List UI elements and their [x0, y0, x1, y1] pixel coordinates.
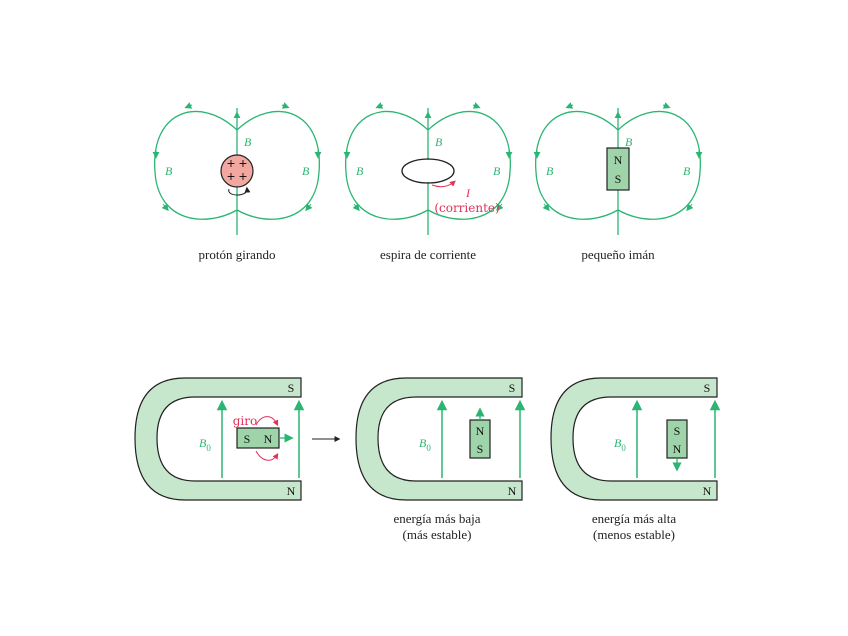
field-label-b: B	[493, 164, 501, 178]
magnet-pole-n: N	[614, 153, 623, 167]
magnet-pole-n: N	[476, 424, 485, 438]
spin-arrow-top	[255, 416, 279, 427]
magnet-pole-n: N	[264, 432, 273, 446]
current-label: (corriente)	[434, 201, 499, 215]
field-label-b: B	[356, 164, 364, 178]
caption-spinning-proton: protón girando	[199, 247, 276, 262]
charge-plus: +	[226, 157, 235, 170]
dipole-field-lines	[535, 108, 701, 235]
magnet-pole-n: N	[673, 442, 682, 456]
external-field-lines	[436, 399, 526, 478]
small-magnet-panel: N S B B B pequeño imán	[533, 102, 703, 262]
spin-label: giro	[233, 414, 257, 428]
field-arrowheads	[152, 102, 322, 212]
charge-plus: +	[238, 157, 247, 170]
yoke-pole-n: N	[508, 484, 517, 498]
yoke-pole-s: S	[288, 381, 295, 395]
magnet-pole-s: S	[615, 172, 622, 186]
field-label-b0: B0	[419, 436, 431, 453]
field-label-b: B	[244, 135, 252, 149]
charge-plus: +	[226, 170, 235, 183]
dipole-field-lines	[345, 108, 511, 235]
magnet-pole-s: S	[477, 442, 484, 456]
field-label-b: B	[435, 135, 443, 149]
current-symbol: I	[465, 186, 471, 200]
yoke-panel-higher-energy: S N B0 S N energía más alta (menos estab…	[550, 377, 721, 542]
external-field-lines	[631, 399, 721, 478]
caption-lower-energy: energía más baja	[393, 511, 480, 526]
current-arrow	[431, 180, 456, 188]
current-loop	[401, 158, 455, 184]
horseshoe-yoke	[355, 377, 523, 501]
yoke-pole-s: S	[509, 381, 516, 395]
caption-higher-energy: energía más alta	[592, 511, 676, 526]
bar-magnet	[606, 147, 630, 191]
spin-arrow-bottom	[255, 450, 279, 461]
field-arrowheads	[533, 102, 703, 212]
caption-more-stable: (más estable)	[403, 527, 472, 542]
field-arrowheads	[343, 102, 513, 212]
caption-less-stable: (menos estable)	[593, 527, 675, 542]
spinning-proton-panel: + + + + B B B protón girando	[152, 102, 322, 262]
field-label-b0: B0	[614, 436, 626, 453]
horseshoe-yoke	[134, 377, 302, 501]
field-label-b: B	[165, 164, 173, 178]
field-label-b: B	[302, 164, 310, 178]
field-label-b: B	[683, 164, 691, 178]
yoke-panel-spin: S N B0 S N giro	[134, 377, 305, 501]
current-loop-panel: I (corriente) B B B espira de corriente	[343, 102, 513, 262]
yoke-panel-lower-energy: S N B0 N S energía más baja (más estable…	[355, 377, 526, 542]
magnet-pole-s: S	[244, 432, 251, 446]
field-label-b0: B0	[199, 436, 211, 453]
yoke-pole-n: N	[703, 484, 712, 498]
horseshoe-yoke	[550, 377, 718, 501]
external-field-lines	[216, 399, 305, 478]
caption-small-magnet: pequeño imán	[581, 247, 655, 262]
charge-plus: +	[238, 170, 247, 183]
yoke-pole-n: N	[287, 484, 296, 498]
magnet-pole-s: S	[674, 424, 681, 438]
spin-arrow	[228, 186, 251, 196]
field-label-b: B	[546, 164, 554, 178]
field-label-b: B	[625, 135, 633, 149]
yoke-pole-s: S	[704, 381, 711, 395]
caption-current-loop: espira de corriente	[380, 247, 476, 262]
proton	[220, 154, 254, 188]
